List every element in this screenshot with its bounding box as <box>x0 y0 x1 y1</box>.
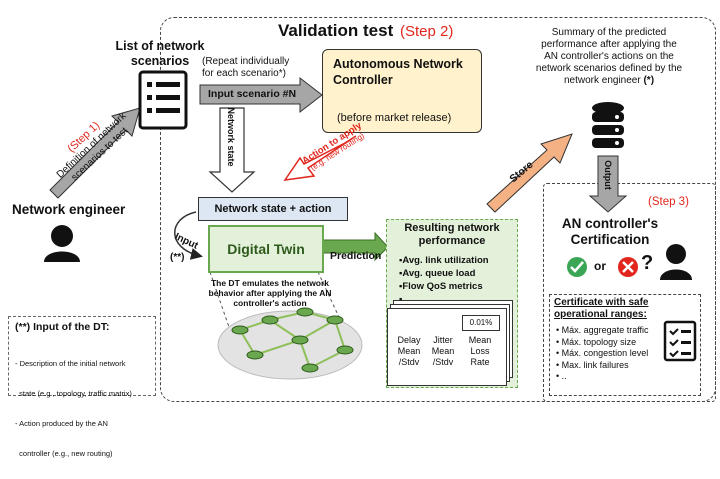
network-state-label: Network state <box>226 107 236 167</box>
certification-title: AN controller's Certification <box>561 216 659 247</box>
or-text: or <box>594 259 606 273</box>
metric-item: ▪Avg. link utilization <box>399 255 489 266</box>
list-title: List of network scenarios <box>115 39 205 68</box>
scenario-list-icon <box>138 70 188 130</box>
diagram-graphics <box>44 70 697 380</box>
repeat-note: (Repeat individually for each scenario*) <box>202 56 290 79</box>
loss-value-box: 0.01% <box>462 315 500 331</box>
certificate-icon <box>663 320 697 362</box>
database-icon <box>592 102 624 148</box>
engineer-person-icon <box>44 225 80 262</box>
network-engineer-label: Network engineer <box>12 202 126 217</box>
summary-text: Summary of the predicted performance aft… <box>535 27 683 86</box>
network-state-arrow <box>208 107 256 193</box>
input-mark: (**) <box>170 252 185 263</box>
check-icon <box>567 257 587 277</box>
certifier-person-icon <box>660 244 692 280</box>
controller-title: Autonomous Network Controller <box>333 57 463 87</box>
step2-label: (Step 2) <box>399 23 454 40</box>
cross-icon <box>618 257 638 277</box>
controller-note: (before market release) <box>337 112 452 124</box>
output-arrow <box>588 155 628 213</box>
input-curve <box>174 211 203 260</box>
result-title: Resulting network performance <box>404 222 500 247</box>
certificate-item: • .. <box>556 371 567 381</box>
metrics-list: ▪Avg. link utilization ▪Avg. queue load … <box>399 254 489 306</box>
prediction-arrow <box>321 231 389 262</box>
title-text: Validation test <box>278 21 394 40</box>
metric-item: ▪... <box>399 293 489 306</box>
certificate-title: Certificate with safe operational ranges… <box>554 297 649 320</box>
dt-caption: The DT emulates the network behavior aft… <box>208 278 332 308</box>
state-action-box: Network state + action <box>198 197 348 221</box>
input-dt-title: (**) Input of the DT: <box>15 321 110 333</box>
certification-region <box>543 183 716 402</box>
autonomous-controller-box: Autonomous Network Controller (before ma… <box>322 49 482 133</box>
input-dt-box: (**) Input of the DT: - Description of t… <box>8 316 156 458</box>
input-scenario-label: Input scenario #N <box>208 88 297 100</box>
action-arrow <box>283 135 357 181</box>
prediction-label: Prediction <box>330 250 382 262</box>
validation-title: Validation test (Step 2) <box>278 21 453 41</box>
question-mark: ? <box>641 252 654 274</box>
step3-label: (Step 3) <box>648 196 689 208</box>
certificate-item: • Máx. congestion level <box>556 348 649 358</box>
input-dt-items: - Description of the initial network sta… <box>15 359 132 458</box>
metric-item: ▪Flow QoS metrics <box>399 281 483 292</box>
certificate-item: • Max. link failures <box>556 359 629 370</box>
input-scenario-arrow <box>199 76 323 114</box>
metric-item: ▪Avg. queue load <box>399 268 476 279</box>
output-label: Output <box>603 160 613 190</box>
step1-arrow <box>49 107 141 199</box>
network-topology <box>217 310 363 380</box>
store-arrow <box>486 133 573 213</box>
certificate-items: • Máx. aggregate traffic • Máx. topology… <box>556 325 649 383</box>
certificate-item: • Máx. topology size <box>556 336 637 347</box>
digital-twin-box: Digital Twin <box>208 225 324 273</box>
certificate-item: • Máx. aggregate traffic <box>556 325 649 335</box>
certificate-box: Certificate with safe operational ranges… <box>549 294 701 396</box>
network-routers <box>231 307 354 373</box>
